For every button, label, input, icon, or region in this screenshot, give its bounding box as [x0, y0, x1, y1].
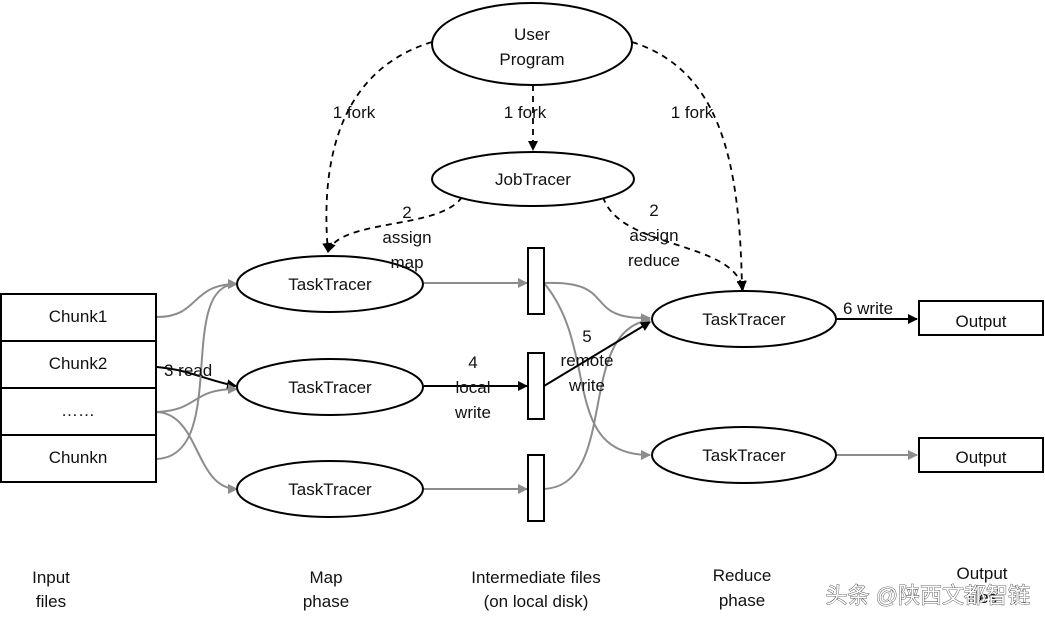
chunk-label: …… — [61, 401, 95, 420]
input-chunk: …… — [0, 387, 157, 436]
chunk-label: Chunk2 — [49, 354, 108, 373]
read-arrow-chunk3b — [156, 411, 238, 494]
job-tracer-label: JobTracer — [495, 170, 571, 189]
read-arrow-chunk3 — [156, 384, 238, 413]
read-label: 3 read — [164, 361, 212, 380]
input-chunk: Chunk2 — [0, 340, 157, 389]
read-arrow-chunk2 — [156, 366, 237, 390]
assign-map-label-line1: 2 — [402, 203, 411, 222]
phase-reduce-line2: phase — [719, 591, 765, 610]
user-program-label-line1: User — [514, 25, 550, 44]
phase-input-line1: Input — [32, 568, 70, 587]
remote-write-label-line2: remote — [561, 351, 614, 370]
output-node: Output — [918, 300, 1044, 336]
phase-output-line1: Output — [956, 564, 1007, 583]
map-task-node: TaskTracer — [236, 358, 424, 416]
fork-label-right: 1 fork — [671, 103, 714, 122]
user-program-node: User Program — [431, 2, 633, 86]
local-write-label-line3: write — [454, 403, 491, 422]
write-label: 6 write — [843, 299, 893, 318]
phase-input-line2: files — [36, 592, 66, 611]
intermediate-file — [527, 247, 545, 315]
assign-map-arrow — [326, 196, 463, 253]
remote-write-label-line3: write — [568, 376, 605, 395]
fork-arrow-left — [322, 41, 433, 253]
phase-output-line2: files — [967, 588, 997, 607]
map-task-label: TaskTracer — [288, 378, 372, 397]
assign-map-label-line2: assign — [382, 228, 431, 247]
reduce-task-label: TaskTracer — [702, 446, 786, 465]
output-node: Output — [918, 437, 1044, 473]
map-task-node: TaskTracer — [236, 255, 424, 313]
phase-intermediate-line1: Intermediate files — [471, 568, 600, 587]
assign-reduce-label-line1: 2 — [649, 201, 658, 220]
intermediate-file — [527, 454, 545, 522]
map-task-label: TaskTracer — [288, 480, 372, 499]
job-tracer-node: JobTracer — [431, 151, 635, 207]
assign-map-label-line3: map — [390, 253, 423, 272]
reduce-task-node: TaskTracer — [651, 426, 837, 484]
assign-reduce-arrow — [602, 196, 747, 291]
local-write-label-line1: 4 — [468, 353, 477, 372]
phase-reduce-line1: Reduce — [713, 566, 772, 585]
map-task-node: TaskTracer — [236, 460, 424, 518]
watermark: 头条 @陕西文都智链 — [826, 583, 1030, 608]
local-write-label-line2: local — [456, 378, 491, 397]
file3-to-reduce1 — [543, 316, 651, 490]
output-label: Output — [955, 312, 1006, 331]
reduce-task-label: TaskTracer — [702, 310, 786, 329]
phase-map-line2: phase — [303, 592, 349, 611]
read-arrow-chunkn — [156, 279, 238, 460]
assign-reduce-label-line3: reduce — [628, 251, 680, 270]
phase-intermediate-line2: (on local disk) — [484, 592, 589, 611]
input-chunk: Chunk1 — [0, 293, 157, 342]
file1-to-reduce2 — [543, 282, 651, 460]
map-task-label: TaskTracer — [288, 275, 372, 294]
intermediate-file — [527, 352, 545, 420]
user-program-label-line2: Program — [499, 50, 564, 69]
remote-write-arrow — [543, 321, 651, 387]
input-chunk: Chunkn — [0, 434, 157, 483]
chunk-label: Chunkn — [49, 448, 108, 467]
phase-map-line1: Map — [309, 568, 342, 587]
output-label: Output — [955, 448, 1006, 467]
reduce-task-node: TaskTracer — [651, 290, 837, 348]
read-arrow-chunk1 — [156, 279, 238, 318]
file1-to-reduce1 — [543, 281, 651, 324]
remote-write-label-line1: 5 — [582, 327, 591, 346]
fork-arrow-right — [631, 41, 747, 291]
fork-label-left: 1 fork — [333, 103, 376, 122]
fork-label-mid: 1 fork — [504, 103, 547, 122]
assign-reduce-label-line2: assign — [629, 226, 678, 245]
chunk-label: Chunk1 — [49, 307, 108, 326]
